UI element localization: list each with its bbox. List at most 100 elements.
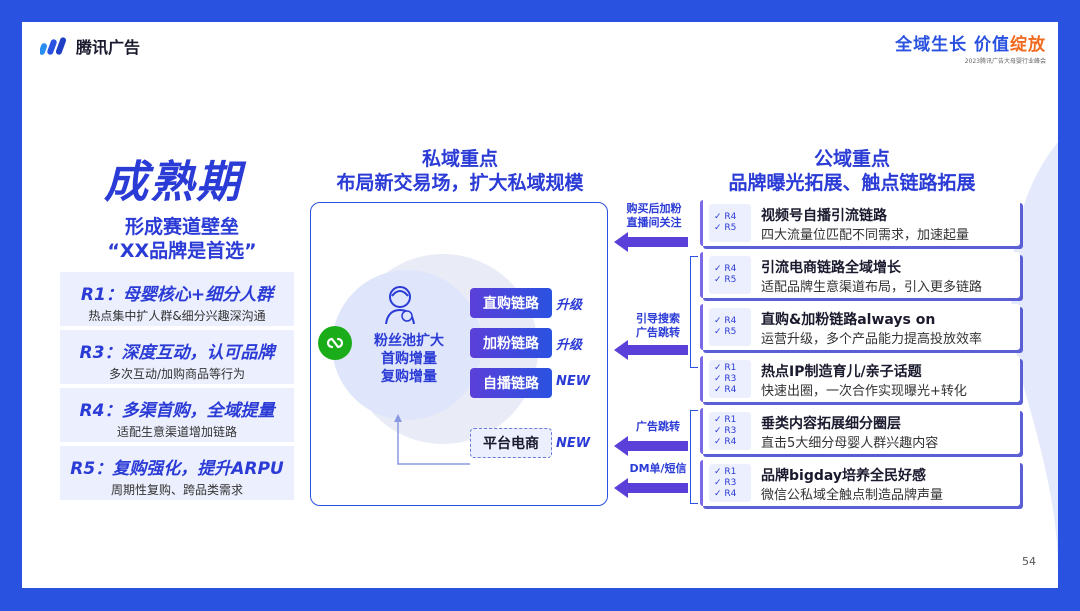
r-tag: ✓ R4 [714, 436, 737, 447]
slide: 腾讯广告 全域生长 价值绽放 2023腾讯广告大母婴行业峰会 成熟期 形成赛道壁… [22, 22, 1058, 588]
platform-ecommerce-box: 平台电商 [470, 428, 552, 458]
mini-program-glyph-icon [326, 337, 344, 349]
arrow-label: DM单/短信 [622, 462, 694, 476]
r-tag: ✓ R4 [714, 212, 737, 222]
channel-card: ✓ R1 ✓ R3 ✓ R4 垂类内容拓展细分圈层 直击5大细分母婴人群兴趣内容 [700, 408, 1020, 454]
arrow-label-line: 购买后加粉 [626, 202, 682, 215]
r-tag: ✓ R3 [714, 373, 737, 384]
r-tag: ✓ R3 [714, 477, 737, 488]
left-arrow-icon [614, 436, 688, 456]
group-bracket [690, 256, 698, 368]
r-stage-desc: 适配生意渠道增加链路 [116, 425, 237, 439]
channel-card: ✓ R1 ✓ R3 ✓ R4 品牌bigday培养全民好感 微信公私域全触点制造… [700, 460, 1020, 506]
page-number: 54 [1022, 555, 1036, 568]
r-tag-list: ✓ R1 ✓ R3 ✓ R4 [709, 360, 751, 398]
left-arrow-icon [614, 478, 688, 498]
r-stage-desc: 周期性复购、跨品类需求 [110, 483, 243, 497]
stage-subtitle: “XX品牌是首选” [107, 240, 257, 262]
decorative-shape [1011, 142, 1058, 572]
public-domain-heading: 公域重点 [813, 148, 890, 170]
person-icon [385, 286, 415, 324]
chain-tag: 升级 [556, 338, 583, 353]
stage-subtitle: 形成赛道壁垒 [124, 216, 239, 238]
card-title: 引流电商链路全域增长 [761, 260, 901, 276]
card-title: 品牌bigday培养全民好感 [761, 468, 927, 484]
left-arrow-icon [614, 340, 688, 360]
chain-tag: 升级 [556, 298, 583, 313]
r-stage-box: R3：深度互动，认可品牌 多次互动/加购商品等行为 [60, 330, 294, 384]
r-stage-box: R1：母婴核心+细分人群 热点集中扩人群&细分兴趣深沟通 [60, 272, 294, 326]
channel-card: ✓ R4 ✓ R5 视频号自播引流链路 四大流量位匹配不同需求，加速起量 [700, 200, 1020, 246]
r-tag: ✓ R1 [714, 362, 737, 373]
fan-pool-label: 粉丝池扩大 [374, 333, 444, 349]
slogan-accent: 绽放 [1010, 35, 1046, 55]
r-tag: ✓ R4 [714, 488, 737, 499]
r-stage-box: R4：多渠首购，全域提量 适配生意渠道增加链路 [60, 388, 294, 442]
r-stage-desc: 多次互动/加购商品等行为 [108, 367, 246, 381]
card-title: 热点IP制造育儿/亲子话题 [761, 364, 922, 380]
r-tag: ✓ R1 [714, 414, 737, 425]
r-stage-title: R1：母婴核心+细分人群 [80, 285, 274, 305]
card-desc: 运营升级，多个产品能力提高投放效率 [761, 332, 983, 347]
r-tag: ✓ R4 [714, 384, 737, 395]
card-desc: 微信公私域全触点制造品牌声量 [761, 488, 944, 503]
fan-pool-label: 首购增量 [381, 351, 437, 367]
r-tag-list: ✓ R4 ✓ R5 [709, 256, 751, 294]
r-tag-list: ✓ R1 ✓ R3 ✓ R4 [709, 412, 751, 450]
r-stage-box: R5：复购强化，提升ARPU 周期性复购、跨品类需求 [60, 446, 294, 500]
r-tag: ✓ R5 [714, 275, 737, 285]
card-desc: 适配品牌生意渠道布局，引入更多链路 [761, 280, 983, 295]
channel-card: ✓ R1 ✓ R3 ✓ R4 热点IP制造育儿/亲子话题 快速出圈，一次合作实现… [700, 356, 1020, 402]
arrow-label: 引导搜索 广告跳转 [622, 312, 694, 340]
slogan-title: 全域生长 价值绽放 [895, 30, 1046, 55]
brand-name: 腾讯广告 [76, 38, 141, 57]
chain-button-follow: 加粉链路 [470, 328, 552, 358]
brand-logo: 腾讯广告 [40, 34, 140, 58]
arrow-label-line: 广告跳转 [636, 420, 680, 433]
r-tag-list: ✓ R1 ✓ R3 ✓ R4 [709, 464, 751, 502]
r-tag: ✓ R4 [714, 316, 737, 326]
mini-program-icon [318, 326, 352, 360]
fan-pool-label: 复购增量 [381, 369, 437, 385]
arrow-label-line: 直播间关注 [626, 216, 682, 229]
group-bracket [690, 410, 698, 504]
r-stage-title: R4：多渠首购，全域提量 [79, 401, 275, 421]
channel-card: ✓ R4 ✓ R5 引流电商链路全域增长 适配品牌生意渠道布局，引入更多链路 [700, 252, 1020, 298]
public-domain-subheading: 品牌曝光拓展、触点链路拓展 [728, 172, 976, 194]
chain-tag: NEW [556, 374, 591, 389]
channel-card: ✓ R4 ✓ R5 直购&加粉链路always on 运营升级，多个产品能力提高… [700, 304, 1020, 350]
r-tag: ✓ R1 [714, 466, 737, 477]
slogan-subtitle: 2023腾讯广告大母婴行业峰会 [964, 58, 1046, 65]
card-title: 直购&加粉链路always on [761, 312, 936, 328]
private-domain-subheading: 布局新交易场，扩大私域规模 [336, 172, 584, 194]
r-tag-list: ✓ R4 ✓ R5 [709, 204, 751, 242]
r-stage-title: R3：深度互动，认可品牌 [79, 343, 275, 363]
r-tag: ✓ R3 [714, 425, 737, 436]
slogan-text: 全域生长 价值 [895, 35, 1010, 55]
card-title: 垂类内容拓展细分圈层 [761, 416, 901, 432]
left-arrow-icon [614, 232, 688, 252]
tencent-ads-logo-icon [40, 37, 67, 55]
arrow-label: 购买后加粉 直播间关注 [618, 202, 690, 230]
card-desc: 四大流量位匹配不同需求，加速起量 [761, 228, 970, 243]
chain-button-direct: 直购链路 [470, 288, 552, 318]
card-desc: 直击5大细分母婴人群兴趣内容 [761, 436, 939, 451]
private-domain-heading: 私域重点 [421, 148, 498, 170]
card-title: 视频号自播引流链路 [761, 208, 887, 224]
card-desc: 快速出圈，一次合作实现曝光+转化 [761, 384, 967, 399]
arrow-label: 广告跳转 [622, 420, 694, 434]
loop-arrow [394, 414, 470, 465]
r-tag: ✓ R5 [714, 327, 737, 337]
arrow-label-line: DM单/短信 [629, 462, 687, 475]
stage-title: 成熟期 [104, 157, 242, 208]
chain-tag: NEW [556, 436, 591, 451]
r-tag: ✓ R4 [714, 264, 737, 274]
event-slogan: 全域生长 价值绽放 2023腾讯广告大母婴行业峰会 [895, 30, 1046, 65]
chain-button-live: 自播链路 [470, 368, 552, 398]
arrow-label-line: 引导搜索 [636, 312, 680, 325]
r-tag-list: ✓ R4 ✓ R5 [709, 308, 751, 346]
r-tag: ✓ R5 [714, 223, 737, 233]
r-stage-desc: 热点集中扩人群&细分兴趣深沟通 [88, 309, 266, 323]
r-stage-title: R5：复购强化，提升ARPU [70, 459, 284, 479]
arrow-label-line: 广告跳转 [636, 326, 680, 339]
